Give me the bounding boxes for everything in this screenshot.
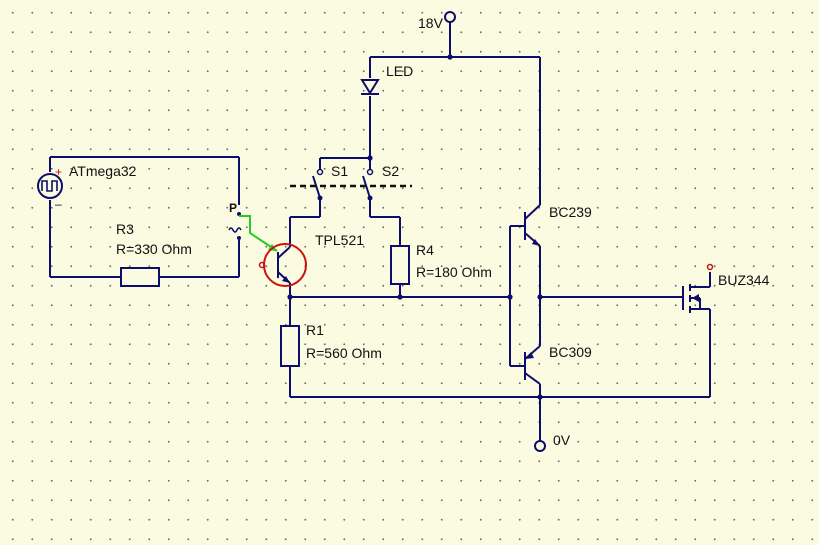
source-minus-mark: – bbox=[55, 197, 62, 211]
switch-s1-symbol[interactable] bbox=[312, 168, 324, 201]
mosfet-buz344-symbol[interactable] bbox=[682, 263, 714, 314]
bc239-label: BC239 bbox=[549, 204, 592, 220]
r1-value-label: R=560 Ohm bbox=[306, 345, 382, 361]
supply-label-18v: 18V bbox=[418, 15, 444, 31]
ground-label-0v: 0V bbox=[553, 432, 571, 448]
switch-s2-label: S2 bbox=[382, 163, 399, 179]
resistor-r1-symbol[interactable] bbox=[280, 325, 300, 367]
transistor-bc239-symbol[interactable] bbox=[524, 197, 541, 255]
r3-value-label: R=330 Ohm bbox=[116, 241, 192, 257]
led-diode-symbol[interactable] bbox=[360, 79, 380, 95]
switch-s1-label: S1 bbox=[331, 163, 348, 179]
r3-name-label: R3 bbox=[116, 221, 134, 237]
led-label: LED bbox=[386, 63, 413, 79]
supply-terminal-18v[interactable] bbox=[444, 11, 456, 57]
source-plus-mark: + bbox=[55, 165, 62, 179]
junction-dots bbox=[287, 54, 543, 400]
transistor-bc309-symbol[interactable] bbox=[524, 337, 541, 385]
switch-s2-symbol[interactable] bbox=[362, 168, 374, 201]
resistor-r4-symbol[interactable] bbox=[390, 245, 410, 285]
phototransistor-tpl521-symbol[interactable] bbox=[258, 243, 307, 287]
r1-name-label: R1 bbox=[306, 322, 324, 338]
buz344-label: BUZ344 bbox=[718, 272, 770, 288]
bc309-label: BC309 bbox=[549, 344, 592, 360]
ground-terminal-0v[interactable] bbox=[534, 397, 546, 452]
r4-name-label: R4 bbox=[416, 242, 434, 258]
optocoupler-label: TPL521 bbox=[315, 232, 364, 248]
resistor-r3-symbol[interactable] bbox=[120, 267, 160, 287]
probe-label: P bbox=[229, 201, 237, 215]
r4-value-label: R=180 Ohm bbox=[416, 264, 492, 280]
source-label: ATmega32 bbox=[69, 163, 137, 179]
probe-link-line bbox=[239, 215, 278, 252]
pulse-source-symbol[interactable] bbox=[37, 173, 63, 199]
